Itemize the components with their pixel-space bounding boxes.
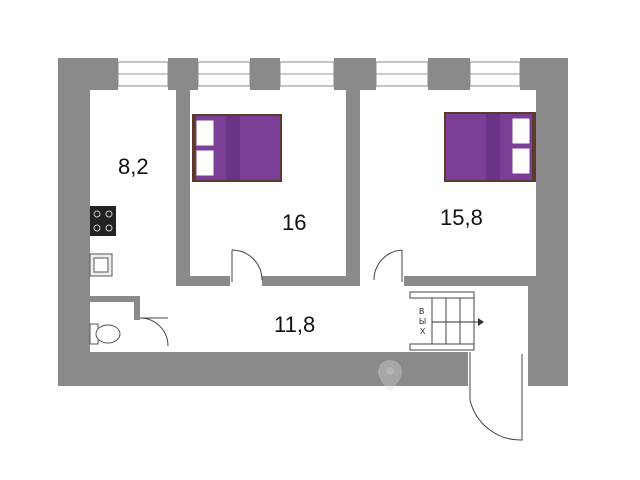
- double-bed-icon: [444, 112, 536, 182]
- partition-bath-side: [134, 296, 140, 320]
- wall-top-pier-5: [520, 58, 568, 90]
- wall-top-left: [58, 58, 118, 90]
- stair-rail-bottom: [409, 343, 475, 351]
- stair-letter-3: Х: [420, 327, 426, 336]
- cooktop-icon: [90, 206, 116, 236]
- wall-top-pier-1: [168, 58, 198, 90]
- partition-bedroom-left: [346, 88, 360, 284]
- area-label-bedroom-right: 15,8: [440, 205, 483, 230]
- cooktop-body: [90, 206, 116, 236]
- wall-bottom: [58, 352, 468, 386]
- sink-icon: [89, 253, 113, 277]
- door-swing-bathroom: [139, 317, 169, 347]
- wall-top-pier-3: [334, 58, 376, 90]
- stair-rail-top: [409, 291, 475, 299]
- doors: [139, 249, 523, 441]
- sink-bowl: [93, 257, 109, 273]
- partition-kitchen: [176, 88, 190, 284]
- burner: [93, 210, 101, 218]
- stair-letter-1: В: [419, 307, 424, 316]
- partition-hall-3: [404, 276, 538, 286]
- map-pin-icon: [378, 360, 402, 392]
- wall-top-pier-4: [428, 58, 470, 90]
- bed-fold-left: [226, 116, 240, 180]
- partition-bath-top: [88, 296, 138, 302]
- wall-top-pier-2: [250, 58, 280, 90]
- toilet-icon: [89, 323, 121, 345]
- arrow-head: [478, 318, 484, 326]
- partition-hall-1: [176, 276, 230, 286]
- toilet-bowl: [95, 324, 121, 344]
- partition-hall-right: [528, 284, 536, 354]
- walls: [58, 58, 568, 386]
- burner: [93, 224, 101, 232]
- partition-hall-2: [262, 276, 360, 286]
- bed-pillow-right-2: [511, 147, 531, 175]
- area-label-kitchen: 8,2: [118, 154, 149, 179]
- burner: [105, 224, 113, 232]
- bed-pillow-left-1: [195, 119, 215, 147]
- bed-fold-right: [486, 114, 500, 180]
- bed-pillow-right-1: [511, 117, 531, 145]
- area-label-hall: 11,8: [274, 312, 315, 337]
- door-swing-bedroom-left: [231, 249, 263, 282]
- burner: [105, 210, 113, 218]
- pin-hole: [386, 367, 394, 375]
- double-bed-icon: [192, 114, 282, 182]
- wall-left: [58, 58, 90, 386]
- bed-pillow-left-2: [195, 149, 215, 177]
- pin-shape: [378, 360, 402, 392]
- stairs-icon: В Ы Х: [409, 291, 484, 351]
- area-label-bedroom-left: 16: [282, 210, 306, 235]
- wall-right: [536, 58, 568, 386]
- stair-letter-2: Ы: [419, 317, 426, 326]
- door-swing-entrance: [469, 352, 523, 441]
- door-swing-bedroom-right: [373, 249, 403, 282]
- arrow-right-icon: [432, 318, 484, 326]
